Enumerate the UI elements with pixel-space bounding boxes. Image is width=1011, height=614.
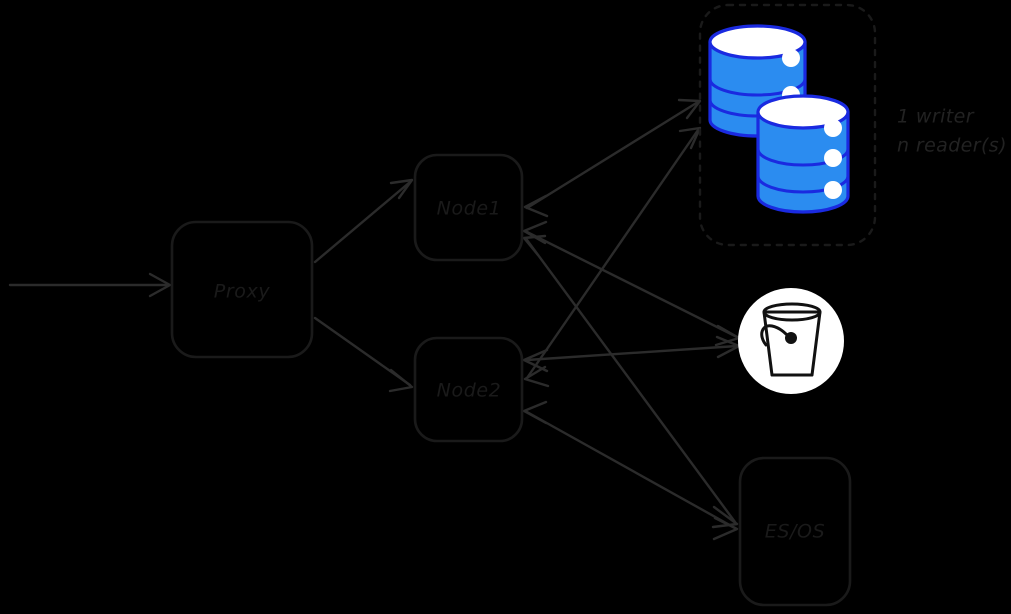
node1-box[interactable] <box>413 153 524 262</box>
node2-box[interactable] <box>413 336 524 443</box>
edge-node1-to-bucket <box>522 220 741 347</box>
esos-box[interactable] <box>738 456 852 607</box>
edge-ingress-to-proxy <box>8 272 172 298</box>
edge-node2-to-esos <box>522 400 739 541</box>
proxy-label: Proxy <box>214 281 271 303</box>
db-status-dot <box>824 149 842 167</box>
node2-label: Node2 <box>437 380 502 402</box>
object-storage-bucket[interactable] <box>738 288 844 394</box>
edge-node1-to-database <box>523 98 702 218</box>
bucket-handle-dot <box>785 332 797 344</box>
edge-proxy-to-node1 <box>313 178 414 264</box>
esos-label: ES/OS <box>765 521 825 543</box>
edge-node2-to-bucket <box>522 335 741 373</box>
edge-node2-to-database <box>523 126 702 388</box>
connections-layer <box>8 98 741 541</box>
db-status-dot <box>782 49 800 67</box>
annotation-reader-line: n reader(s) <box>897 135 1007 157</box>
node-proxy[interactable]: Proxy <box>170 220 314 359</box>
edge-node1-to-esos <box>522 234 739 529</box>
database-cylinder-front[interactable] <box>756 94 850 214</box>
database-group-boundary <box>698 3 877 247</box>
database-cluster-group[interactable] <box>698 3 877 247</box>
node-esos[interactable]: ES/OS <box>738 456 852 607</box>
proxy-box[interactable] <box>170 220 314 359</box>
db-status-dot <box>824 119 842 137</box>
node-node2[interactable]: Node2 <box>413 336 524 443</box>
database-annotation: 1 writer n reader(s) <box>897 106 1007 157</box>
edge-proxy-to-node2 <box>313 316 414 393</box>
node1-label: Node1 <box>437 198 502 220</box>
bucket-icon <box>760 302 822 377</box>
db-status-dot <box>824 181 842 199</box>
annotation-writer-line: 1 writer <box>897 106 975 128</box>
node-node1[interactable]: Node1 <box>413 153 524 262</box>
